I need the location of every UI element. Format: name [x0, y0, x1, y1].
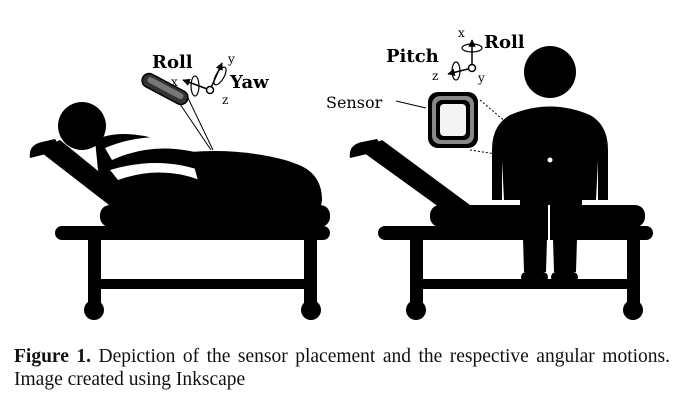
caption-prefix: Figure 1. [14, 346, 91, 367]
figure-caption: Figure 1. Depiction of the sensor placem… [14, 345, 670, 391]
caption-text: Depiction of the sensor placement and th… [14, 346, 670, 390]
left-axis-z-label: z [222, 93, 228, 107]
sensor-label: Sensor [326, 93, 383, 112]
right-pitch-label: Pitch [386, 46, 439, 67]
left-axis-x-label: x [171, 75, 178, 89]
right-axis-z-label: z [432, 69, 438, 83]
right-axis-x-label: x [458, 26, 465, 40]
right-roll-label: Roll [484, 32, 525, 53]
right-patient [492, 46, 608, 282]
right-sensor [395, 92, 549, 163]
illustration: Roll Yaw x y z [29, 26, 653, 320]
left-axis-y-label: y [227, 52, 235, 66]
left-yaw-label: Yaw [229, 72, 269, 93]
left-patient [58, 102, 322, 212]
right-axis-y-label: y [477, 71, 485, 85]
left-roll-label: Roll [152, 52, 193, 73]
right-axes: Pitch Roll x y z Sensor [326, 26, 525, 112]
left-sensor [141, 72, 214, 151]
left-axes: Roll Yaw x y z [152, 52, 269, 107]
